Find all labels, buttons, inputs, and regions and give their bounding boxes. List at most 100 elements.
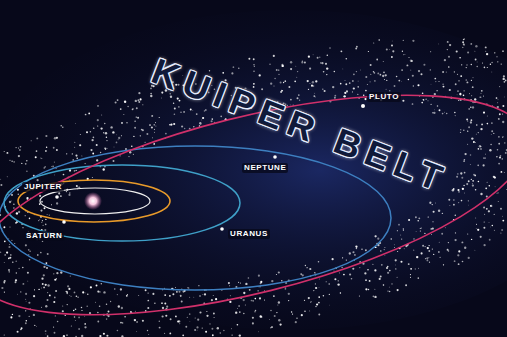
belt-object xyxy=(375,235,377,237)
belt-object xyxy=(342,257,343,258)
belt-object xyxy=(270,310,271,311)
belt-object xyxy=(288,86,290,88)
belt-object xyxy=(47,299,49,301)
belt-object xyxy=(84,326,86,328)
belt-object xyxy=(379,278,381,280)
belt-object xyxy=(117,330,119,332)
belt-object xyxy=(66,293,68,295)
belt-object xyxy=(243,299,245,301)
belt-object xyxy=(33,295,35,297)
belt-object xyxy=(41,278,43,280)
belt-object xyxy=(290,99,292,101)
belt-object xyxy=(491,62,493,64)
belt-object xyxy=(51,204,52,205)
belt-object xyxy=(471,179,472,180)
belt-object xyxy=(502,158,503,159)
belt-object xyxy=(69,169,71,171)
sun xyxy=(84,192,102,210)
belt-object xyxy=(76,185,78,187)
belt-object xyxy=(344,92,346,94)
belt-object xyxy=(45,284,47,286)
belt-object xyxy=(29,250,31,252)
belt-object xyxy=(231,334,232,335)
belt-object xyxy=(14,161,15,162)
belt-object xyxy=(501,171,503,173)
belt-object xyxy=(309,83,310,84)
belt-object xyxy=(311,85,313,87)
belt-object xyxy=(401,80,403,82)
belt-object xyxy=(13,204,15,206)
belt-object xyxy=(164,333,165,334)
belt-object xyxy=(71,326,72,327)
belt-object xyxy=(357,86,359,88)
belt-object xyxy=(199,295,200,296)
belt-object xyxy=(172,293,174,295)
belt-object xyxy=(112,131,114,133)
belt-object xyxy=(486,208,488,210)
belt-object xyxy=(49,295,51,297)
belt-object xyxy=(74,122,76,124)
belt-object xyxy=(327,54,329,56)
belt-object xyxy=(392,50,394,52)
belt-object xyxy=(149,124,151,126)
belt-object xyxy=(122,322,123,323)
belt-object xyxy=(235,312,237,314)
belt-object xyxy=(52,166,54,168)
belt-object xyxy=(410,277,411,278)
belt-object xyxy=(45,135,47,137)
belt-object xyxy=(44,207,46,209)
belt-object xyxy=(497,102,499,104)
belt-object xyxy=(309,310,311,312)
belt-object xyxy=(338,280,339,281)
belt-object xyxy=(140,135,141,136)
belt-object xyxy=(60,195,62,197)
belt-object xyxy=(475,59,477,61)
belt-object xyxy=(384,255,386,257)
belt-object xyxy=(85,114,87,116)
belt-object xyxy=(22,227,23,228)
belt-object xyxy=(55,290,57,292)
belt-object xyxy=(424,246,425,247)
belt-object xyxy=(474,175,476,177)
belt-object xyxy=(238,305,240,307)
belt-object xyxy=(199,122,201,124)
belt-object xyxy=(480,193,482,195)
belt-object xyxy=(448,242,449,243)
belt-object xyxy=(3,226,5,228)
belt-object xyxy=(428,245,429,246)
belt-object xyxy=(150,95,152,97)
belt-object xyxy=(81,310,82,311)
belt-object xyxy=(479,96,481,98)
belt-object xyxy=(295,321,297,323)
belt-object xyxy=(370,81,371,82)
belt-object xyxy=(476,224,477,225)
belt-object xyxy=(40,210,42,212)
belt-object xyxy=(457,74,458,75)
belt-object xyxy=(471,119,473,121)
belt-object xyxy=(19,149,21,151)
belt-object xyxy=(54,279,56,281)
belt-object xyxy=(36,137,38,139)
belt-object xyxy=(382,61,384,63)
belt-object xyxy=(448,56,450,58)
belt-object xyxy=(497,61,498,62)
belt-object xyxy=(349,252,351,254)
belt-object xyxy=(217,327,219,329)
belt-object xyxy=(69,192,70,193)
belt-object xyxy=(209,323,210,324)
belt-object xyxy=(100,152,101,153)
belt-object xyxy=(332,86,334,88)
belt-object xyxy=(57,321,59,323)
belt-object xyxy=(169,333,171,335)
belt-object xyxy=(274,315,276,317)
belt-object xyxy=(54,137,56,139)
belt-object xyxy=(476,61,478,63)
belt-object xyxy=(453,199,454,200)
belt-object xyxy=(455,83,457,85)
belt-object xyxy=(463,44,464,45)
belt-object xyxy=(99,335,101,337)
belt-object xyxy=(334,95,336,97)
saturn-dot xyxy=(62,220,66,224)
belt-object xyxy=(260,282,262,284)
belt-object xyxy=(497,192,498,193)
